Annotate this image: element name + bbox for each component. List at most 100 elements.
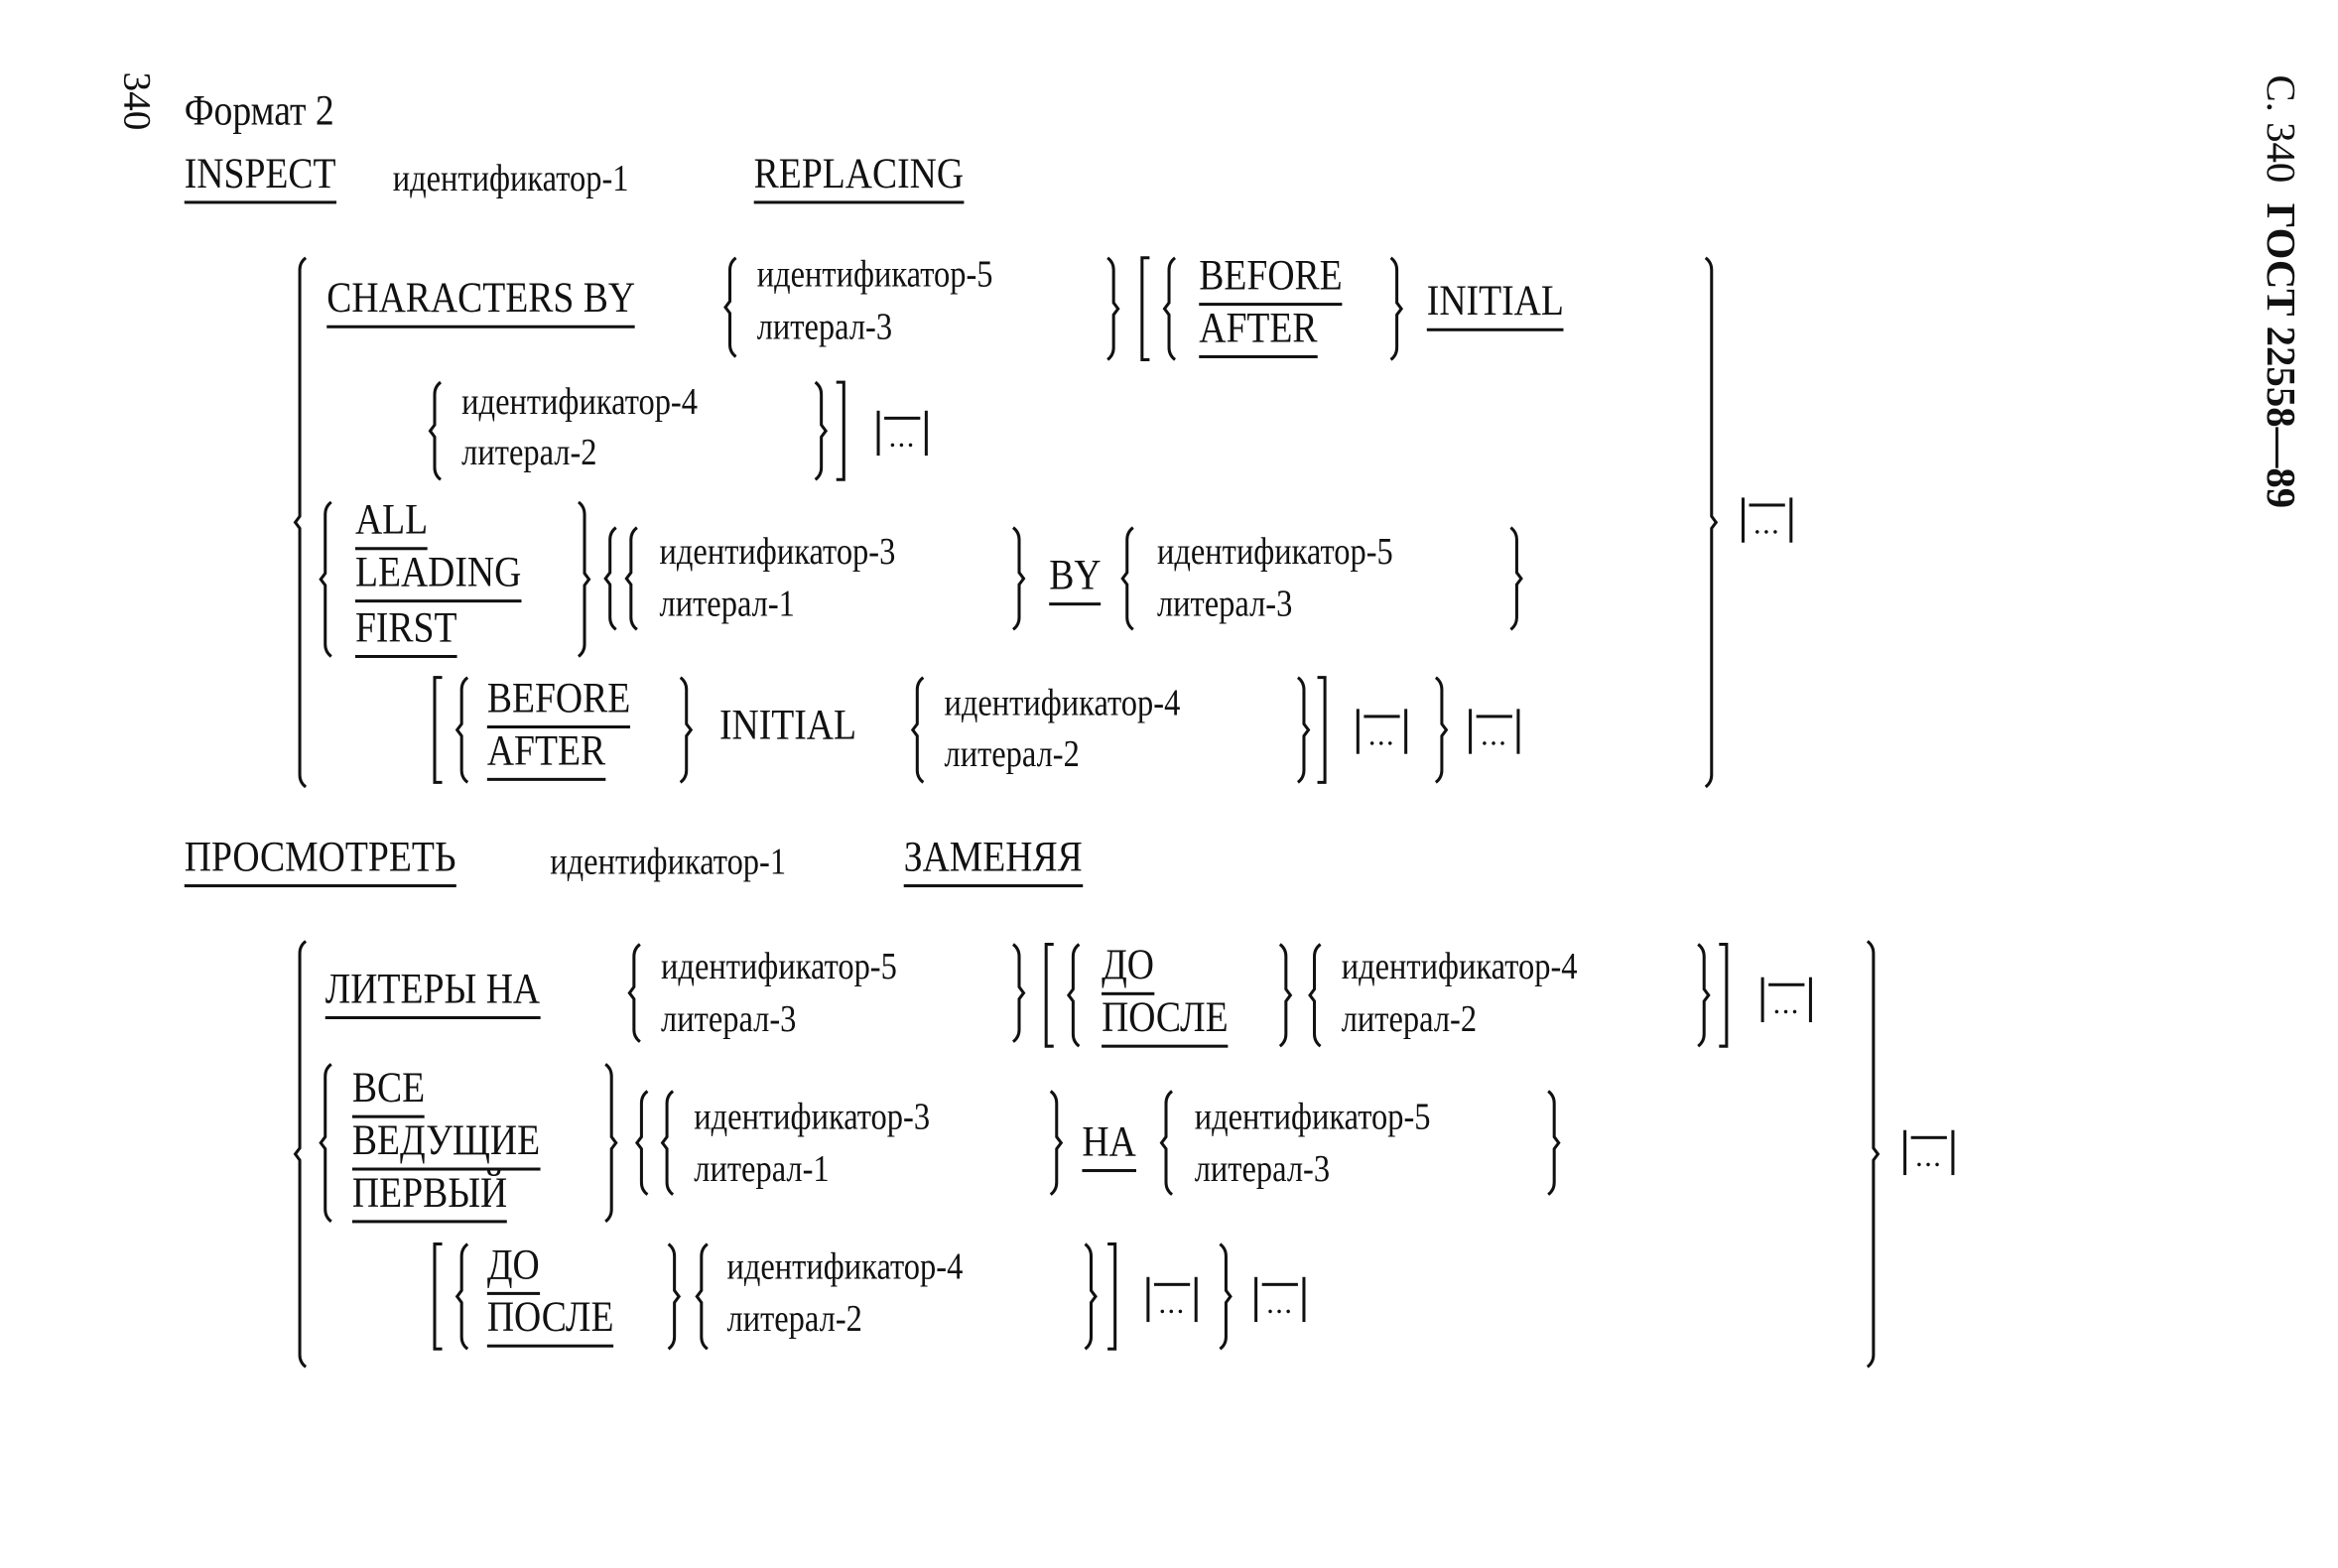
brace-mark: [428, 380, 442, 481]
option: идентификатор-5: [1194, 1097, 1431, 1138]
brace-mark: [1012, 943, 1026, 1043]
option: литерал-1: [694, 1149, 830, 1191]
brace-mark: [1296, 676, 1311, 784]
bracket-mark: [1140, 256, 1150, 361]
brace-mark: [455, 676, 469, 784]
option: литерал-3: [1156, 585, 1293, 625]
keyword-after: AFTER: [1199, 307, 1318, 358]
running-header-prefix: С. 340: [2259, 74, 2304, 184]
brace-mark: [667, 1242, 682, 1351]
keyword-veduschie: ВЕДУЩИЕ: [351, 1118, 541, 1171]
brace-mark: [319, 500, 332, 658]
running-header: С. 340 ГОСТ 22558—89: [2259, 74, 2304, 509]
option: идентификатор-3: [694, 1097, 931, 1138]
repeat-ellipsis-box: ...: [1254, 1276, 1306, 1323]
brace-mark: [1308, 943, 1322, 1048]
keyword-posle: ПОСЛЕ: [486, 1296, 614, 1348]
keyword-prosmotret: ПРОСМОТРЕТЬ: [184, 836, 456, 888]
option: литерал-3: [661, 999, 797, 1041]
page-number: 340: [115, 71, 160, 131]
option: литерал-3: [756, 307, 893, 348]
option: идентификатор-5: [756, 254, 993, 296]
option: литерал-2: [461, 433, 597, 474]
brace-mark: [814, 380, 829, 481]
brace-mark: [1547, 1090, 1561, 1196]
keyword-na: НА: [1082, 1120, 1136, 1173]
repeat-ellipsis-box: ...: [1760, 977, 1812, 1023]
keyword-posle: ПОСЛЕ: [1102, 996, 1229, 1048]
bracket-mark: [1107, 1242, 1117, 1351]
brace-mark: [1120, 526, 1134, 631]
keyword-do: ДО: [1102, 944, 1154, 995]
keyword-initial: INITIAL: [718, 701, 857, 750]
brace-mark: [1219, 1242, 1233, 1351]
brace-mark: [1106, 256, 1120, 361]
brace-mark: [1084, 1242, 1098, 1351]
keyword-vse: ВСЕ: [351, 1067, 426, 1118]
brace-mark: [660, 1090, 675, 1196]
bracket-mark: [1317, 676, 1327, 784]
keyword-litery-na: ЛИТЕРЫ НА: [325, 968, 541, 1020]
brace-mark: [603, 526, 617, 631]
keyword-after: AFTER: [486, 729, 606, 781]
repeat-ellipsis-box: ...: [1146, 1276, 1198, 1323]
keyword-inspect: INSPECT: [184, 152, 336, 204]
option: идентификатор-5: [661, 947, 897, 988]
brace-mark: [1389, 256, 1404, 361]
brace-mark: [293, 940, 308, 1369]
option: литерал-2: [944, 734, 1080, 775]
operand-identifier-1: идентификатор-1: [392, 159, 629, 199]
brace-mark: [319, 1063, 332, 1224]
keyword-replacing: REPLACING: [753, 152, 965, 204]
brace-mark: [624, 526, 638, 631]
brace-mark: [723, 256, 737, 358]
brace-mark: [634, 1090, 649, 1196]
brace-mark: [604, 1063, 618, 1224]
brace-mark: [455, 1242, 469, 1351]
brace-mark: [679, 676, 694, 784]
brace-mark: [1434, 676, 1449, 784]
option: литерал-2: [726, 1299, 862, 1341]
option: идентификатор-4: [461, 382, 698, 423]
keyword-do: ДО: [486, 1243, 540, 1295]
repeat-ellipsis-box: ...: [1741, 497, 1793, 543]
option: идентификатор-4: [944, 683, 1181, 724]
keyword-before: BEFORE: [1199, 254, 1343, 307]
bracket-mark: [433, 676, 443, 784]
repeat-ellipsis-box: ...: [876, 410, 928, 457]
option: идентификатор-3: [659, 532, 896, 573]
keyword-initial: INITIAL: [1426, 280, 1564, 331]
brace-mark: [695, 1242, 709, 1351]
option: идентификатор-4: [1341, 947, 1578, 988]
brace-mark: [1012, 526, 1026, 631]
brace-mark: [293, 256, 308, 789]
brace-mark: [910, 676, 925, 784]
keyword-before: BEFORE: [486, 677, 631, 729]
option: литерал-3: [1194, 1149, 1331, 1191]
brace-mark: [1704, 256, 1719, 789]
brace-mark: [627, 943, 641, 1043]
option: литерал-1: [659, 585, 795, 625]
brace-mark: [1866, 940, 1881, 1369]
brace-mark: [1162, 256, 1177, 361]
bracket-mark: [1044, 942, 1054, 1048]
keyword-characters-by: CHARACTERS BY: [326, 277, 636, 328]
format-title: Формат 2: [184, 86, 334, 135]
keyword-by: BY: [1049, 554, 1102, 606]
keyword-pervyi: ПЕРВЫЙ: [351, 1171, 508, 1224]
keyword-first: FIRST: [354, 606, 457, 659]
repeat-ellipsis-box: ...: [1469, 709, 1520, 754]
bracket-mark: [836, 380, 845, 481]
brace-mark: [1697, 943, 1711, 1048]
brace-mark: [1509, 526, 1523, 631]
option: литерал-2: [1341, 999, 1478, 1041]
bracket-mark: [1719, 942, 1729, 1048]
repeat-ellipsis-box: ...: [1903, 1129, 1955, 1176]
keyword-zamenyaya: ЗАМЕНЯЯ: [903, 836, 1083, 888]
option: идентификатор-5: [1156, 532, 1393, 573]
keyword-all: ALL: [354, 498, 429, 551]
repeat-ellipsis-box: ...: [1356, 709, 1408, 754]
running-header-standard: ГОСТ 22558—89: [2259, 202, 2304, 509]
